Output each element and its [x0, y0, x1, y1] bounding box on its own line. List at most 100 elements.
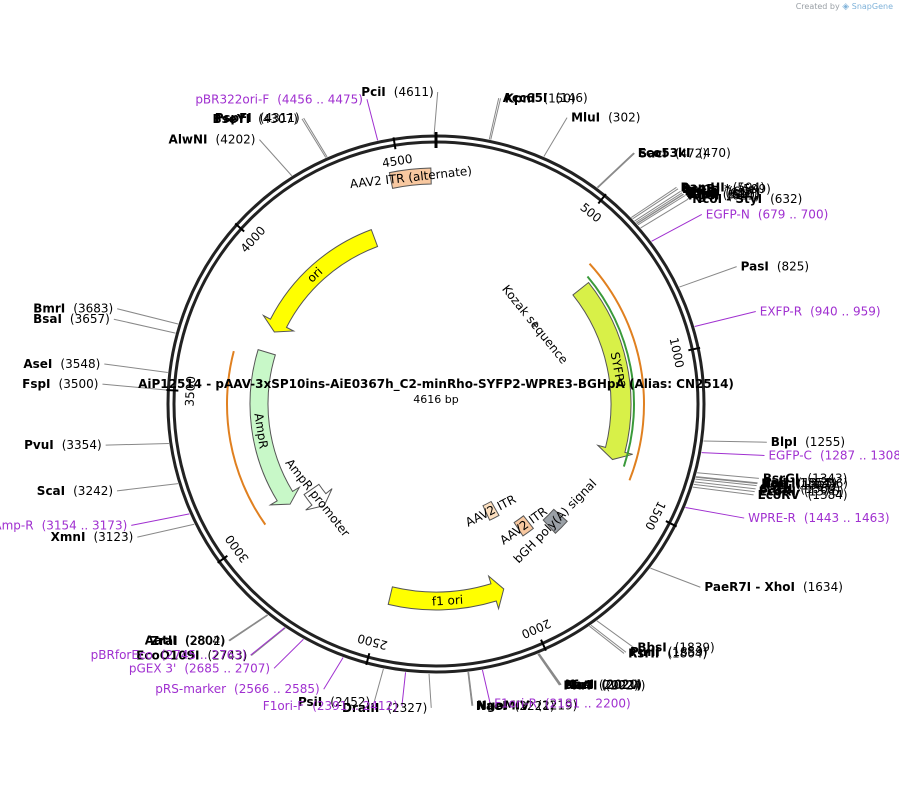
- enzyme-position: (150): [543, 91, 575, 105]
- primer-amp-r[interactable]: Amp-R(3154 .. 3173): [0, 518, 127, 532]
- feature-ampr-promoter[interactable]: [303, 483, 333, 511]
- enzyme-sacii[interactable]: SacII(1369): [760, 482, 841, 496]
- leader-line: [323, 657, 344, 690]
- leader-line: [303, 117, 328, 158]
- enzyme-name: PspFI: [215, 111, 252, 125]
- enzyme-eco53ki[interactable]: Eco53kI(470): [638, 146, 731, 160]
- leader-line: [589, 625, 625, 654]
- primer-pbr322ori-f[interactable]: pBR322ori-F(4456 .. 4475): [195, 92, 363, 106]
- enzyme-bmti[interactable]: BmtI(616): [687, 187, 759, 201]
- leader-line: [701, 452, 765, 456]
- leader-line: [695, 476, 758, 485]
- enzyme-position: (2452): [330, 695, 370, 709]
- enzyme-position: (146): [555, 91, 587, 105]
- enzyme-bstbi[interactable]: BstBI(607): [685, 184, 761, 198]
- primer-pbrforeco[interactable]: pBRforEco(2745 .. 2763): [91, 648, 247, 662]
- created-by-text: Created by: [795, 2, 840, 11]
- scale-tick: [665, 520, 678, 528]
- enzyme-acc65i[interactable]: Acc65I(146): [503, 91, 588, 105]
- enzyme-bsrgi[interactable]: BsrGI(1343): [763, 471, 847, 485]
- enzyme-position: (3500): [59, 377, 99, 391]
- enzyme-bsai[interactable]: BsaI(3657): [33, 312, 110, 326]
- feature-ori[interactable]: [261, 228, 379, 333]
- enzyme-position: (594): [733, 180, 765, 194]
- scale-tick: [166, 389, 179, 392]
- feature-f1-ori[interactable]: [387, 574, 505, 611]
- enzyme-pvui[interactable]: PvuI(3354): [24, 438, 102, 452]
- enzyme-scai[interactable]: ScaI(3242): [37, 484, 113, 498]
- enzyme-fspi[interactable]: FspI(3500): [22, 377, 98, 391]
- enzyme-position: (3242): [73, 484, 113, 498]
- enzyme-sfoi[interactable]: SfoI(2022): [564, 678, 638, 692]
- enzyme-ecoo109i[interactable]: EcoO109I(2743): [136, 649, 247, 663]
- leader-line: [651, 214, 703, 242]
- enzyme-alwni[interactable]: AlwNI(4202): [169, 133, 256, 147]
- enzyme-pluti[interactable]: PluTI(2024): [563, 678, 645, 692]
- enzyme-paer7i-xhoi[interactable]: PaeR7I - XhoI(1634): [704, 580, 843, 594]
- enzyme-bbsi[interactable]: BbsI(1839): [637, 640, 714, 654]
- enzyme-aatii[interactable]: AatII(2804): [145, 633, 225, 647]
- primer-exfp-r[interactable]: EXFP-R(940 .. 959): [760, 305, 881, 319]
- enzyme-asci[interactable]: AscI(1361): [761, 479, 837, 493]
- scale-label: 1500: [642, 499, 668, 533]
- enzyme-hincii[interactable]: HincII(1356): [761, 477, 848, 491]
- primer-prs-marker[interactable]: pRS-marker(2566 .. 2585): [155, 682, 319, 696]
- scale-tick: [234, 222, 245, 233]
- enzyme-kpni[interactable]: KpnI(150): [505, 91, 576, 105]
- enzyme-position: (1859): [668, 645, 708, 659]
- enzyme-saci[interactable]: SacI(472): [639, 146, 708, 160]
- enzyme-nhei[interactable]: NheI(612): [686, 186, 757, 200]
- enzyme-ecorv[interactable]: EcoRV(1384): [758, 488, 848, 502]
- enzyme-bamhi[interactable]: BamHI(594): [680, 180, 765, 194]
- feature-aav2-itr-a[interactable]: [482, 500, 500, 521]
- enzyme-mlui[interactable]: MluI(302): [571, 111, 640, 125]
- enzyme-bseyi[interactable]: BseYI(4307): [212, 112, 298, 126]
- feature-aav2-itr-alternate[interactable]: [388, 167, 432, 189]
- enzyme-psii[interactable]: PsiI(2452): [298, 695, 370, 709]
- enzyme-ncoi-styi[interactable]: NcoI - StyI(632): [692, 192, 802, 206]
- feature-kozak-sequence[interactable]: [531, 321, 539, 328]
- leader-line: [468, 671, 474, 706]
- enzyme-ecori[interactable]: EcoRI(1376): [759, 485, 844, 499]
- enzyme-ngomiv[interactable]: NgoMIV(2219): [477, 699, 577, 713]
- enzyme-zrai[interactable]: ZraI(2802): [150, 634, 225, 648]
- primer-egfp-n[interactable]: EGFP-N(679 .. 700): [706, 207, 829, 221]
- enzyme-pspfi[interactable]: PspFI(4311): [215, 111, 300, 125]
- primer-pgex-3[interactable]: pGEX 3'(2685 .. 2707): [129, 661, 270, 675]
- leader-line: [650, 567, 701, 588]
- enzyme-position: (3548): [60, 357, 100, 371]
- enzyme-xmni[interactable]: XmnI(3123): [51, 530, 134, 544]
- feature-aav2-itr-b[interactable]: [513, 515, 535, 537]
- primer-f1ori-r[interactable]: F1ori-R(2181 .. 2200): [494, 696, 631, 710]
- enzyme-sali[interactable]: SalI(1354): [762, 476, 835, 490]
- enzyme-pcii[interactable]: PciI(4611): [361, 85, 433, 99]
- enzyme-agei[interactable]: AgeI(621): [689, 189, 760, 203]
- enzyme-nari[interactable]: NarI(2021): [565, 678, 641, 692]
- enzyme-bsabi[interactable]: BsaBI *(599): [682, 182, 771, 196]
- enzyme-name: PmlI: [630, 645, 660, 659]
- primer-egfp-c[interactable]: EGFP-C(1287 .. 1308): [768, 448, 899, 462]
- leader-line: [104, 363, 168, 373]
- enzyme-pasi[interactable]: PasI(825): [741, 260, 809, 274]
- feature-bgh-poly-a-signal[interactable]: [542, 508, 568, 534]
- enzyme-naei[interactable]: NaeI(2221): [476, 699, 555, 713]
- leader-line: [703, 440, 767, 443]
- enzyme-kasi[interactable]: KasI(2020): [565, 678, 642, 692]
- leader-line: [637, 195, 686, 226]
- enzyme-bmri[interactable]: BmrI(3683): [33, 302, 113, 316]
- primer-f1ori-f[interactable]: F1ori-F(2391 .. 2412): [263, 699, 398, 713]
- feature-ampr[interactable]: [249, 348, 301, 506]
- enzyme-afei[interactable]: AfeI(617): [688, 187, 755, 201]
- enzyme-pmli[interactable]: PmlI (1859): [630, 645, 708, 659]
- enzyme-position: (3657): [70, 312, 110, 326]
- enzyme-asei[interactable]: AseI(3548): [23, 357, 100, 371]
- enzyme-acci[interactable]: AccI(1355): [761, 476, 837, 490]
- enzyme-draiii[interactable]: DraIII(2327): [342, 701, 427, 715]
- enzyme-rsrii[interactable]: RsrII(1864): [628, 646, 707, 660]
- feature-syfp2[interactable]: [572, 281, 633, 461]
- enzyme-position: (2219): [537, 699, 577, 713]
- enzyme-blpi[interactable]: BlpI(1255): [771, 435, 845, 449]
- scale-label: 4500: [381, 152, 413, 171]
- primer-wpre-r[interactable]: WPRE-R(1443 .. 1463): [748, 511, 889, 525]
